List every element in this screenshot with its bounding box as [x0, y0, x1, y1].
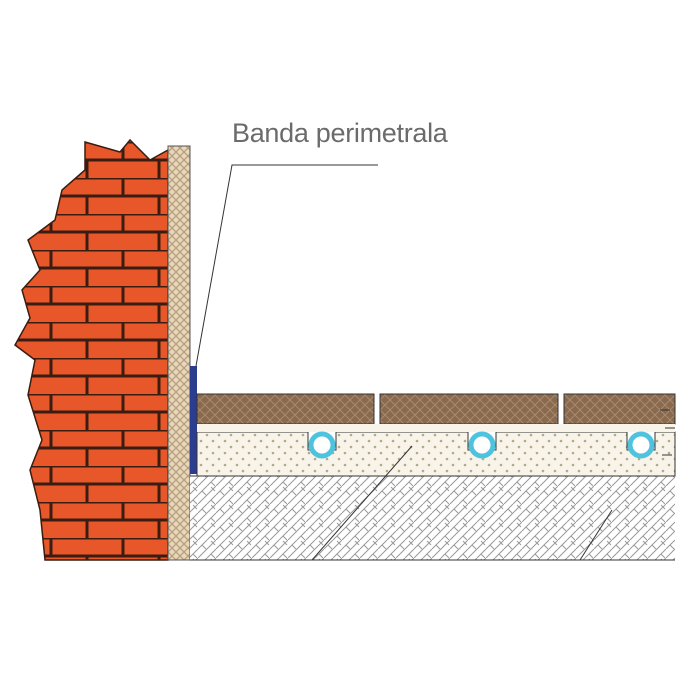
heating-pipe [308, 431, 336, 459]
brick-wall [14, 138, 169, 561]
floor-tile [563, 393, 676, 425]
leader-lines [311, 409, 675, 561]
heating-pipes [308, 431, 655, 459]
label-leader-line [195, 164, 378, 367]
concrete-slab [190, 476, 675, 560]
perimeter-band [190, 366, 197, 474]
heating-pipe [627, 431, 655, 459]
floor-tile [379, 393, 559, 425]
screed-top [197, 424, 675, 432]
wall-insulation [167, 145, 191, 561]
screed-layer [196, 431, 676, 477]
perimeter-band-label: Banda perimetrala [232, 118, 448, 148]
floor-tiles [196, 393, 676, 425]
floor-tile [196, 393, 375, 425]
heating-pipe [468, 431, 496, 459]
